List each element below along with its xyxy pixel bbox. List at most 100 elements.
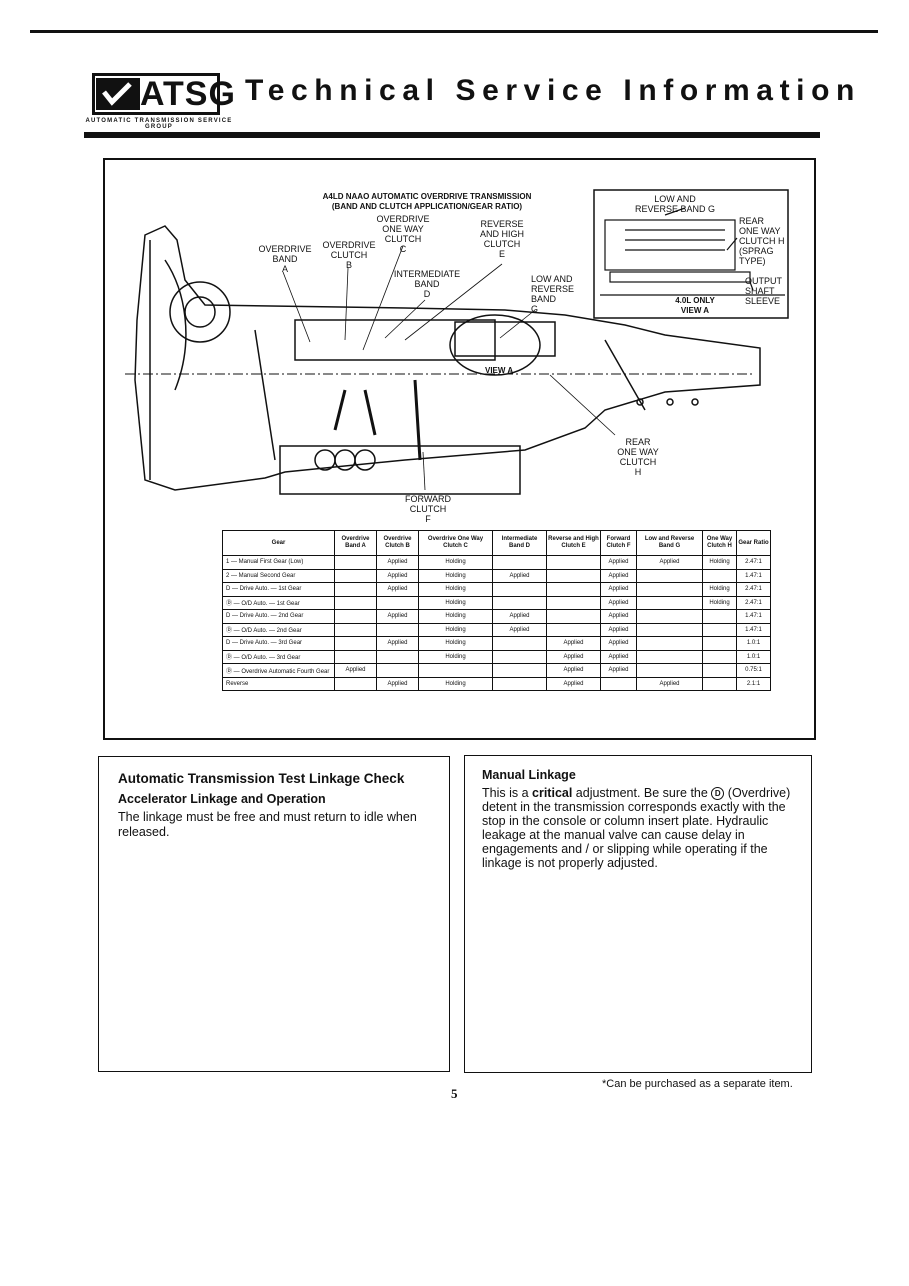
svg-text:TYPE): TYPE): [739, 256, 766, 266]
table-cell: [334, 622, 377, 637]
table-cell: Holding: [418, 595, 493, 610]
figure-title-line2: (BAND AND CLUTCH APPLICATION/GEAR RATIO): [332, 202, 523, 211]
table-cell: [492, 595, 547, 610]
svg-text:D: D: [424, 289, 431, 299]
table-cell: [492, 649, 547, 664]
table-cell: 0.75:1: [736, 663, 771, 678]
logo-text: ATSG: [140, 75, 236, 113]
table-cell: [636, 609, 703, 624]
gear-cell: D — Drive Auto. — 2nd Gear: [222, 609, 335, 624]
table-cell: Holding: [418, 609, 493, 624]
svg-text:H: H: [635, 467, 642, 477]
table-cell: Holding: [418, 622, 493, 637]
table-cell: [334, 609, 377, 624]
table-cell: 1.47:1: [736, 622, 771, 637]
table-cell: Holding: [418, 649, 493, 664]
table-cell: Applied: [546, 663, 601, 678]
table-cell: Applied: [376, 636, 419, 651]
svg-text:(SPRAG: (SPRAG: [739, 246, 774, 256]
table-cell: [334, 555, 377, 570]
section-heading: Automatic Transmission Test Linkage Chec…: [118, 771, 405, 786]
table-cell: Applied: [492, 609, 547, 624]
column-header: Low and Reverse Band G: [636, 530, 703, 556]
check-mark-icon: [96, 78, 140, 110]
gear-cell: Ⓓ — Overdrive Automatic Fourth Gear: [222, 663, 335, 678]
header-rule: [84, 132, 820, 138]
column-header: One Way Clutch H: [702, 530, 737, 556]
table-row: Ⓓ — Overdrive Automatic Fourth Gear Appli…: [222, 663, 771, 678]
table-cell: [702, 622, 737, 637]
table-header-row: Gear Overdrive Band A Overdrive Clutch B…: [222, 530, 771, 556]
body-text: adjustment. Be sure the: [572, 786, 712, 800]
svg-text:CLUTCH: CLUTCH: [385, 234, 422, 244]
figure-title-line1: A4LD NAAO AUTOMATIC OVERDRIVE TRANSMISSI…: [323, 192, 532, 201]
table-cell: [376, 622, 419, 637]
body-text: This is a: [482, 786, 533, 800]
table-cell: Applied: [546, 636, 601, 651]
table-cell: [636, 595, 703, 610]
svg-text:C: C: [400, 244, 407, 254]
table-cell: [492, 663, 547, 678]
gear-cell: Ⓓ — O/D Auto. — 1st Gear: [222, 595, 335, 610]
logo-tagline: AUTOMATIC TRANSMISSION SERVICE GROUP: [85, 118, 233, 130]
svg-text:REVERSE BAND G: REVERSE BAND G: [635, 204, 715, 214]
svg-text:E: E: [499, 249, 505, 259]
label-overdrive-band: OVERDRIVE BAND A: [258, 244, 311, 274]
table-cell: Holding: [418, 636, 493, 651]
overdrive-d-icon: D: [711, 787, 725, 801]
table-cell: [636, 663, 703, 678]
svg-text:REAR: REAR: [739, 216, 765, 226]
svg-text:ONE WAY: ONE WAY: [617, 447, 659, 457]
table-cell: [702, 636, 737, 651]
table-cell: [334, 649, 377, 664]
table-cell: [334, 568, 377, 583]
column-header: Gear: [222, 530, 335, 556]
table-cell: [546, 582, 601, 597]
table-cell: 2.47:1: [736, 582, 771, 597]
svg-text:G: G: [531, 304, 538, 314]
transmission-diagram: A4LD NAAO AUTOMATIC OVERDRIVE TRANSMISSI…: [125, 189, 789, 524]
svg-text:F: F: [425, 514, 431, 524]
table-cell: Applied: [376, 555, 419, 570]
table-cell: [376, 595, 419, 610]
svg-text:AND HIGH: AND HIGH: [480, 229, 524, 239]
gear-cell: 1 — Manual First Gear (Low): [222, 555, 335, 570]
svg-text:INTERMEDIATE: INTERMEDIATE: [394, 269, 460, 279]
svg-text:CLUTCH: CLUTCH: [620, 457, 657, 467]
band-clutch-application-table: Gear Overdrive Band A Overdrive Clutch B…: [222, 530, 771, 691]
column-header: Gear Ratio: [736, 530, 771, 556]
svg-text:BAND: BAND: [531, 294, 557, 304]
table-cell: Applied: [492, 568, 547, 583]
page-title: Technical Service Information: [245, 74, 861, 107]
svg-text:A: A: [282, 264, 288, 274]
table-cell: Applied: [600, 582, 637, 597]
column-header: Intermediate Band D: [492, 530, 547, 556]
table-cell: [334, 636, 377, 651]
table-cell: Applied: [600, 649, 637, 664]
svg-text:REAR: REAR: [625, 437, 651, 447]
section-body: The linkage must be free and must return…: [118, 810, 417, 839]
svg-text:ONE WAY: ONE WAY: [382, 224, 424, 234]
column-header: Overdrive Band A: [334, 530, 377, 556]
table-cell: Applied: [492, 622, 547, 637]
label-low-reverse-band: LOW AND REVERSE BAND G: [531, 274, 574, 314]
figure-panel: [103, 158, 816, 740]
table-cell: 1.47:1: [736, 568, 771, 583]
table-cell: Applied: [600, 622, 637, 637]
table-cell: 2.47:1: [736, 555, 771, 570]
table-cell: [636, 649, 703, 664]
section-subheading: Accelerator Linkage and Operation: [118, 792, 326, 806]
svg-text:VIEW A: VIEW A: [485, 366, 513, 375]
svg-text:B: B: [346, 260, 352, 270]
svg-text:REVERSE: REVERSE: [531, 284, 574, 294]
table-cell: [492, 555, 547, 570]
table-cell: [492, 582, 547, 597]
gear-cell: Reverse: [222, 676, 335, 691]
svg-text:CLUTCH H: CLUTCH H: [739, 236, 785, 246]
table-cell: Holding: [702, 595, 737, 610]
